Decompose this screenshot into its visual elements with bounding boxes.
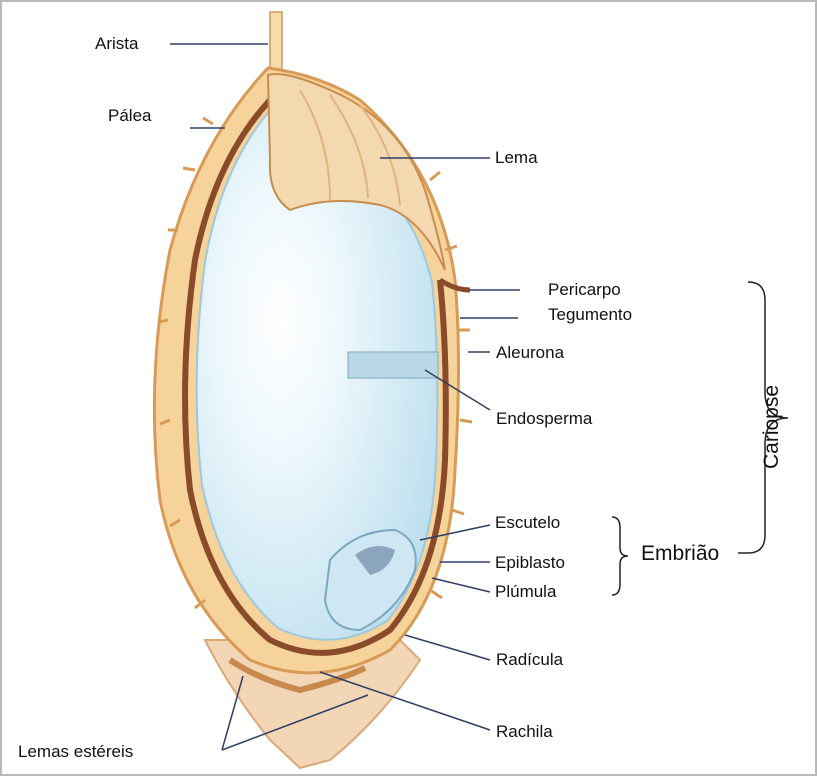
label-aleurona: Aleurona: [496, 343, 564, 363]
aleurone-band: [348, 352, 438, 378]
label-radicula: Radícula: [496, 650, 563, 670]
label-lemas-estereis: Lemas estéreis: [18, 742, 133, 762]
embryo-bracket: [612, 517, 628, 595]
label-embriao: Embrião: [641, 544, 719, 564]
label-tegumento: Tegumento: [548, 305, 632, 325]
label-lema: Lema: [495, 148, 538, 168]
label-endosperma: Endosperma: [496, 409, 592, 429]
label-cariopse: Cariopse: [760, 385, 784, 469]
label-rachila: Rachila: [496, 722, 553, 742]
label-palea: Pálea: [108, 106, 151, 126]
label-escutelo: Escutelo: [495, 513, 560, 533]
label-arista: Arista: [95, 34, 138, 54]
label-epiblasto: Epiblasto: [495, 553, 565, 573]
arista-shape: [270, 12, 282, 72]
label-plumula: Plúmula: [495, 582, 556, 602]
label-pericarpo: Pericarpo: [548, 280, 621, 300]
